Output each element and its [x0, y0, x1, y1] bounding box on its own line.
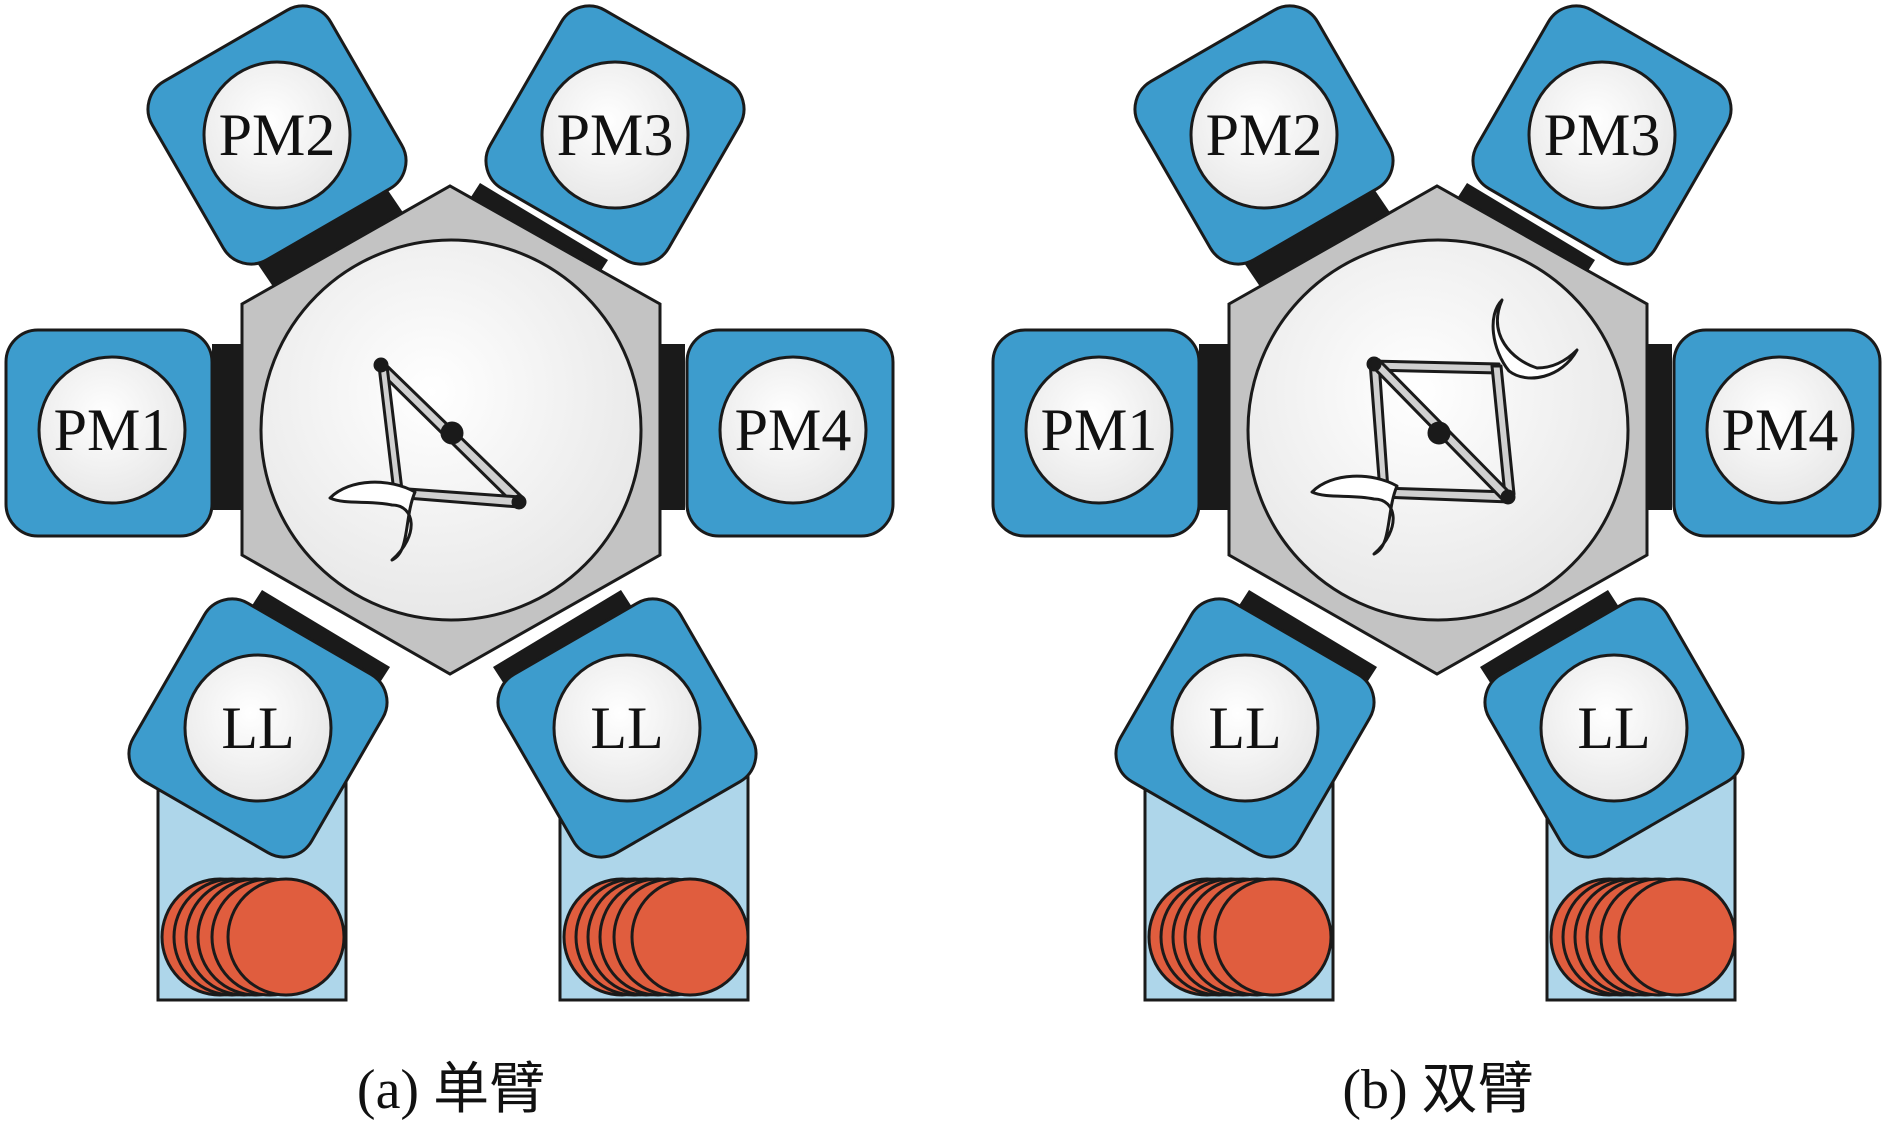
module-pm3: PM3	[1471, 4, 1733, 266]
panel-a: PM1 PM4 PM2 PM3 LL	[4, 4, 895, 1121]
dual-arm-robot	[1310, 298, 1579, 556]
wafer-stack-left	[1147, 877, 1333, 997]
pm2-label: PM2	[219, 102, 336, 168]
module-ll-left: LL	[1114, 597, 1376, 859]
panel-b: PM1 PM4 PM2 PM3 LL	[991, 4, 1882, 1121]
module-pm3: PM3	[484, 4, 746, 266]
single-arm-robot	[328, 357, 527, 562]
wafer-stack-right	[1549, 877, 1737, 997]
module-pm4: PM4	[685, 328, 895, 538]
module-pm1: PM1	[991, 328, 1201, 538]
module-pm2: PM2	[1133, 4, 1395, 266]
caption-b: (b) 双臂	[1342, 1059, 1533, 1121]
pm4-label: PM4	[735, 397, 852, 463]
module-pm2: PM2	[146, 4, 408, 266]
pm3-label: PM3	[557, 102, 674, 168]
pm3-label: PM3	[1544, 102, 1661, 168]
module-ll-left: LL	[127, 597, 389, 859]
module-pm4: PM4	[1672, 328, 1882, 538]
ll-right-label: LL	[1577, 695, 1650, 761]
wafer-stack-right	[562, 877, 750, 997]
pm2-label: PM2	[1206, 102, 1323, 168]
ll-left-label: LL	[221, 695, 294, 761]
module-pm1: PM1	[4, 328, 214, 538]
pm1-label: PM1	[54, 397, 171, 463]
caption-a: (a) 单臂	[357, 1059, 545, 1121]
ll-right-label: LL	[590, 695, 663, 761]
module-ll-right: LL	[496, 597, 758, 859]
pm4-label: PM4	[1722, 397, 1839, 463]
ll-left-label: LL	[1208, 695, 1281, 761]
wafer-stack-left	[160, 877, 346, 997]
pm1-label: PM1	[1041, 397, 1158, 463]
module-ll-right: LL	[1483, 597, 1745, 859]
